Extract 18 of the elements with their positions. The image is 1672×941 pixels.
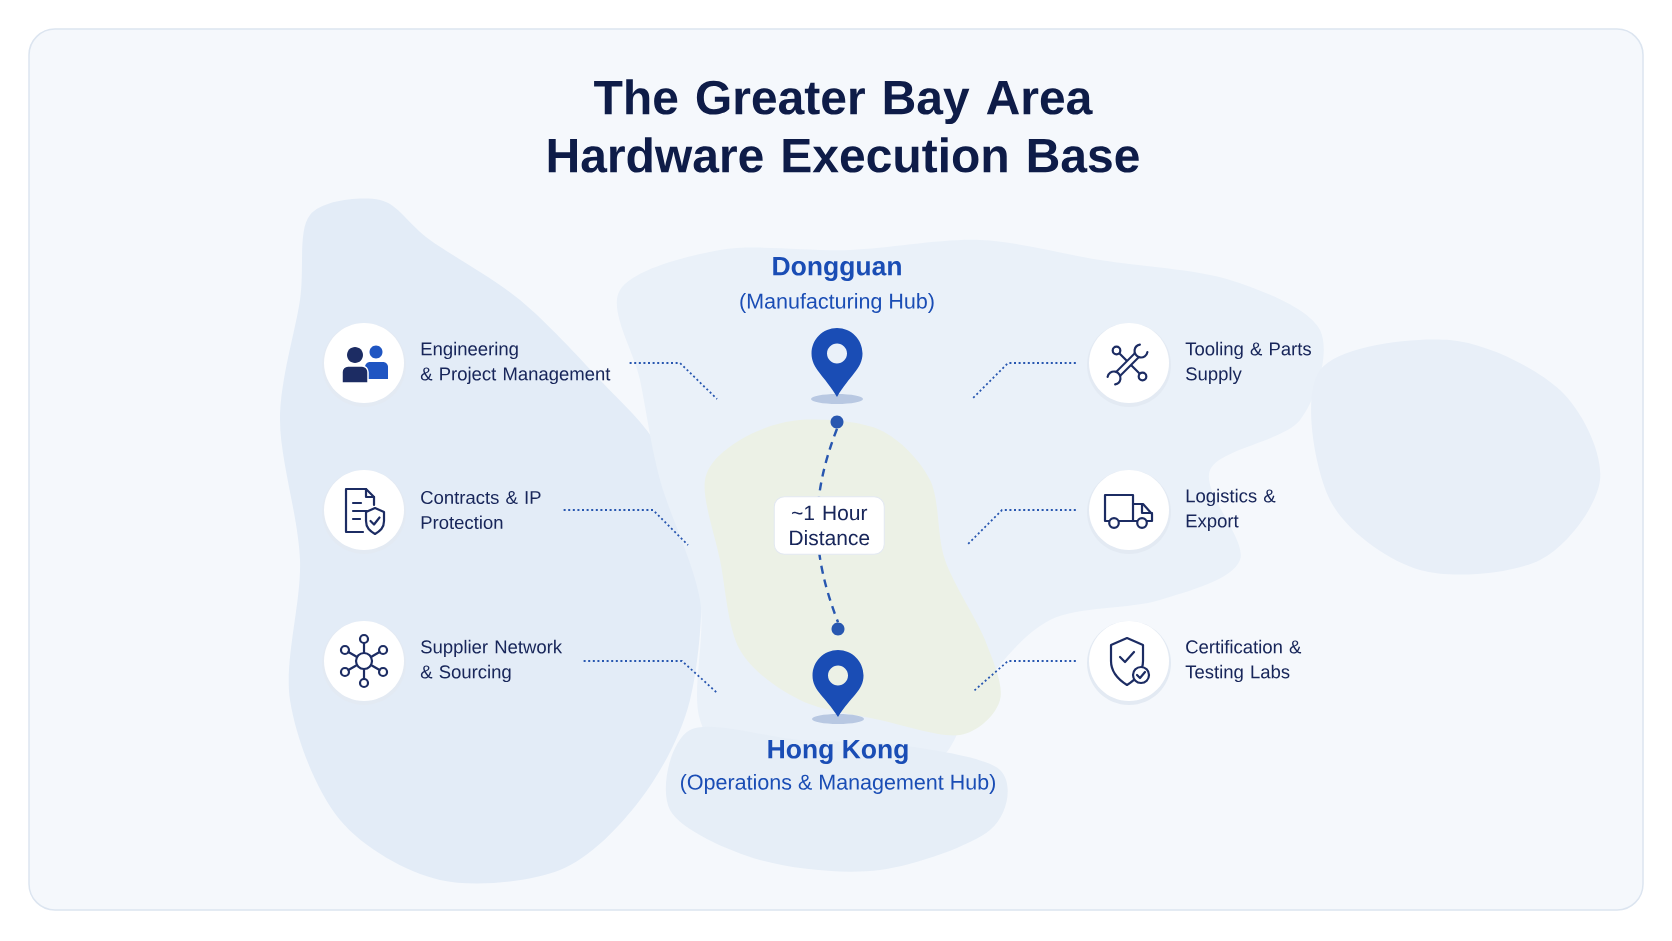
capability-label: Certification & Testing Labs	[1185, 639, 1302, 683]
hub-role: (Manufacturing Hub)	[740, 293, 934, 313]
title: The Greater Bay Area Hardware Execution Base	[548, 79, 1139, 173]
leader-line	[628, 362, 718, 400]
city-name: Hong Kong	[768, 740, 908, 764]
hub-role: (Operations & Management Hub)	[681, 774, 995, 795]
edge-label: ~1 Hour Distance	[773, 496, 885, 555]
leader-line	[966, 509, 1077, 546]
capability-label: Contracts & IP Protection	[421, 490, 541, 530]
leader-line	[562, 509, 689, 546]
leader-line	[973, 660, 1077, 692]
capability-label: Supplier Network & Sourcing	[420, 639, 563, 683]
city-name: Dongguan	[773, 257, 901, 281]
leader-line	[971, 362, 1077, 400]
capability-label: Logistics & Export	[1186, 488, 1276, 532]
capability-label: Engineering & Project Management	[420, 341, 611, 385]
leader-line	[582, 660, 718, 694]
capability-label: Tooling & Parts Supply	[1185, 341, 1311, 385]
